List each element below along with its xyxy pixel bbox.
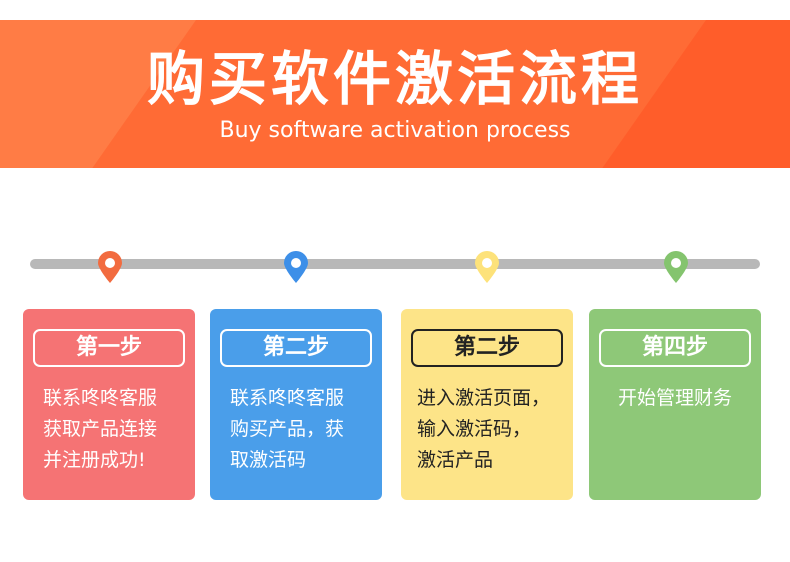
step-card-4: 第四步 开始管理财务	[589, 309, 761, 500]
step-line: 购买产品，获	[230, 418, 345, 440]
step-description: 开始管理财务	[599, 383, 751, 414]
step-card-1: 第一步 联系咚咚客服 获取产品连接 并注册成功!	[23, 309, 195, 500]
location-pin-icon	[473, 250, 501, 284]
step-description: 联系咚咚客服 获取产品连接 并注册成功!	[43, 383, 181, 476]
step-label: 第四步	[599, 329, 751, 367]
step-line: 输入激活码，	[417, 418, 532, 440]
step-line: 获取产品连接	[43, 418, 158, 440]
step-line: 进入激活页面，	[417, 387, 551, 409]
location-pin-icon	[96, 250, 124, 284]
step-line: 取激活码	[230, 449, 307, 471]
step-line: 联系咚咚客服	[43, 387, 158, 409]
page-subtitle: Buy software activation process	[219, 118, 571, 143]
step-label: 第二步	[220, 329, 372, 367]
timeline-bar	[30, 259, 760, 269]
step-description: 进入激活页面， 输入激活码， 激活产品	[417, 383, 559, 476]
step-label: 第二步	[411, 329, 563, 367]
step-line: 激活产品	[417, 449, 494, 471]
step-card-3: 第二步 进入激活页面， 输入激活码， 激活产品	[401, 309, 573, 500]
page-title: 购买软件激活流程	[146, 45, 643, 113]
location-pin-icon	[662, 250, 690, 284]
step-line: 开始管理财务	[617, 387, 732, 409]
header-banner: 购买软件激活流程 Buy software activation process	[0, 20, 790, 168]
step-line: 并注册成功!	[43, 449, 146, 471]
step-card-2: 第二步 联系咚咚客服 购买产品，获 取激活码	[210, 309, 382, 500]
location-pin-icon	[282, 250, 310, 284]
step-description: 联系咚咚客服 购买产品，获 取激活码	[230, 383, 368, 476]
step-label: 第一步	[33, 329, 185, 367]
step-line: 联系咚咚客服	[230, 387, 345, 409]
